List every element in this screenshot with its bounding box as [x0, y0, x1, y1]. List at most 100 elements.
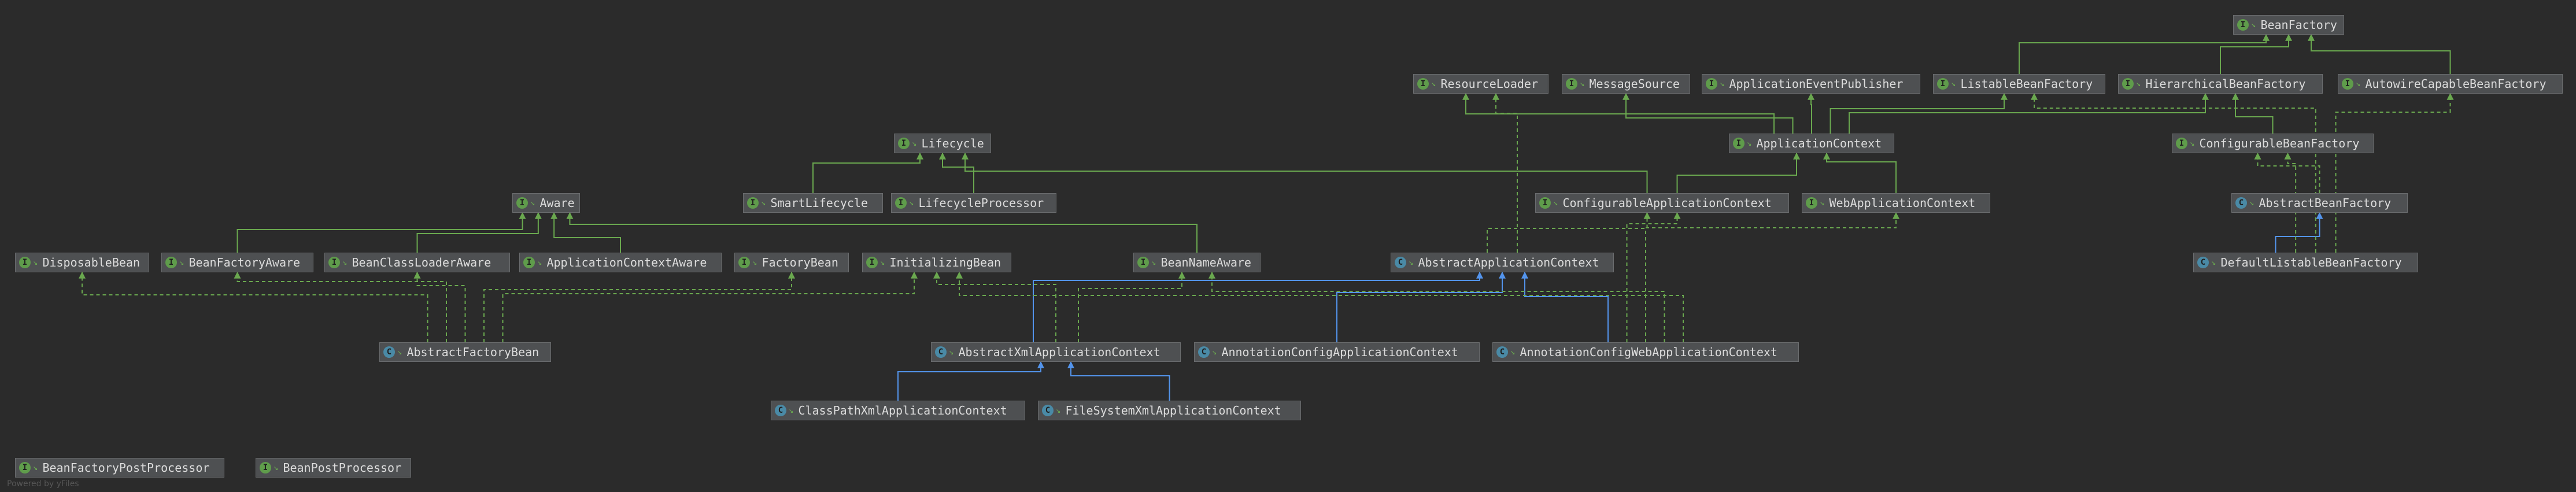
interface-icon: I [2176, 138, 2187, 149]
edge-listable-bean-factory-to-bean-factory [2019, 34, 2270, 74]
edge-application-context-to-message-source [1623, 93, 1794, 134]
leaf-icon: ↘ [752, 258, 757, 267]
edge-abstract-factory-bean-to-factory-bean [483, 271, 795, 342]
node-message-source[interactable]: I↘MessageSource [1562, 74, 1690, 94]
edge-smart-lifecycle-to-lifecycle [812, 152, 923, 193]
interface-icon: I [1733, 138, 1745, 149]
class-icon: C [2197, 257, 2209, 268]
node-web-application-context[interactable]: I↘WebApplicationContext [1802, 193, 1990, 213]
interface-icon: I [1937, 78, 1949, 90]
interface-icon: I [165, 257, 177, 268]
watermark: Powered by yFiles [7, 479, 79, 489]
node-autowire-capable-bean-factory[interactable]: I↘AutowireCapableBeanFactory [2338, 74, 2563, 94]
node-label: Aware [539, 196, 575, 210]
edge-lifecycle-processor-to-lifecycle [939, 152, 974, 193]
leaf-icon: ↘ [1720, 79, 1725, 88]
leaf-icon: ↘ [342, 258, 348, 267]
leaf-icon: ↘ [1747, 139, 1752, 148]
leaf-icon: ↘ [949, 347, 954, 357]
node-aware[interactable]: I↘Aware [512, 193, 580, 213]
leaf-icon: ↘ [2356, 79, 2361, 88]
leaf-icon: ↘ [530, 198, 535, 208]
node-bean-factory[interactable]: I↘BeanFactory [2233, 15, 2344, 35]
node-configurable-application-context[interactable]: I↘ ConfigurableApplicationContext [1535, 193, 1789, 213]
interface-icon: I [1566, 78, 1577, 90]
node-disposable-bean[interactable]: I↘DisposableBean [15, 253, 149, 272]
node-abstract-application-context[interactable]: C↘AbstractApplicationContext [1391, 253, 1614, 272]
edge-annotation-config-application-context-to-abstract-application-context [1336, 271, 1506, 342]
edge-bean-name-aware-to-aware [566, 212, 1198, 253]
node-hierarchical-bean-factory[interactable]: I↘HierarchicalBeanFactory [2118, 74, 2323, 94]
leaf-icon: ↘ [761, 198, 766, 208]
edge-abstract-xml-application-context-to-abstract-application-context [1033, 271, 1483, 342]
leaf-icon: ↘ [2136, 79, 2141, 88]
node-label: AbstractApplicationContext [1418, 256, 1599, 269]
node-class-path-xml-application-context[interactable]: C↘ClassPathXmlApplicationContext [771, 401, 1025, 420]
node-bean-factory-aware[interactable]: I↘BeanFactoryAware [161, 253, 313, 272]
node-abstract-xml-application-context[interactable]: C↘AbstractXmlApplicationContext [931, 342, 1181, 362]
class-icon: C [935, 346, 947, 358]
leaf-icon: ↘ [1151, 258, 1156, 267]
node-bean-name-aware[interactable]: I↘ BeanNameAware [1133, 253, 1261, 272]
leaf-icon: ↘ [397, 347, 402, 357]
node-label: ListableBeanFactory [1960, 77, 2093, 91]
leaf-icon: ↘ [2190, 139, 2195, 148]
interface-icon: I [1137, 257, 1149, 268]
node-smart-lifecycle[interactable]: I↘SmartLifecycle [743, 193, 883, 213]
edge-file-system-xml-application-context-to-abstract-xml-application-context [1067, 361, 1170, 401]
interface-icon: I [1539, 197, 1551, 209]
edge-bean-factory-aware-to-aware [236, 212, 526, 253]
node-label: BeanFactoryPostProcessor [42, 461, 210, 475]
node-bean-class-loader-aware[interactable]: I↘BeanClassLoaderAware [324, 253, 510, 272]
node-bean-post-processor[interactable]: I↘BeanPostProcessor [256, 458, 411, 478]
leaf-icon: ↘ [1580, 79, 1585, 88]
node-application-context[interactable]: I↘ ApplicationContext [1729, 134, 1894, 153]
node-label: AbstractBeanFactory [2259, 196, 2392, 210]
leaf-icon: ↘ [1951, 79, 1956, 88]
class-icon: C [1198, 346, 1210, 358]
node-application-context-aware[interactable]: I↘ApplicationContextAware [519, 253, 722, 272]
node-label: DefaultListableBeanFactory [2220, 256, 2402, 269]
node-application-event-publisher[interactable]: I↘ApplicationEventPublisher [1702, 74, 1920, 94]
node-factory-bean[interactable]: I↘FactoryBean [734, 253, 849, 272]
node-label: SmartLifecycle [770, 196, 868, 210]
node-default-listable-bean-factory[interactable]: C↘DefaultListableBeanFactory [2193, 253, 2418, 272]
edge-configurable-bean-factory-to-hierarchical-bean-factory [2232, 93, 2274, 134]
node-abstract-factory-bean[interactable]: C↘AbstractFactoryBean [379, 342, 551, 362]
node-label: DisposableBean [42, 256, 141, 269]
interface-icon: I [19, 462, 31, 473]
node-bean-factory-post-processor[interactable]: I↘BeanFactoryPostProcessor [15, 458, 224, 478]
edge-web-application-context-to-application-context [1823, 152, 1897, 193]
leaf-icon: ↘ [2249, 198, 2255, 208]
node-label: FileSystemXmlApplicationContext [1065, 404, 1281, 417]
node-configurable-bean-factory[interactable]: I↘ConfigurableBeanFactory [2172, 134, 2374, 153]
node-label: ApplicationContext [1756, 136, 1882, 150]
node-label: BeanNameAware [1161, 256, 1251, 269]
interface-icon: I [1806, 197, 1817, 209]
node-listable-bean-factory[interactable]: I↘ ListableBeanFactory [1933, 74, 2105, 94]
node-label: AnnotationConfigApplicationContext [1221, 345, 1458, 359]
leaf-icon: ↘ [274, 463, 279, 472]
node-initializing-bean[interactable]: I↘InitializingBean [862, 253, 1011, 272]
node-label: BeanClassLoaderAware [352, 256, 491, 269]
edge-application-context-to-resource-loader [1462, 93, 1775, 134]
interface-icon: I [1706, 78, 1717, 90]
edge-application-context-to-application-event-publisher [1808, 93, 1814, 134]
node-lifecycle[interactable]: I↘Lifecycle [894, 134, 991, 153]
node-annotation-config-web-application-context[interactable]: C↘AnnotationConfigWebApplicationContext [1492, 342, 1799, 362]
node-annotation-config-application-context[interactable]: C↘AnnotationConfigApplicationContext [1194, 342, 1480, 362]
leaf-icon: ↘ [537, 258, 542, 267]
edge-annotation-config-web-application-context-to-bean-name-aware [1208, 271, 1665, 342]
node-file-system-xml-application-context[interactable]: C↘FileSystemXmlApplicationContext [1038, 401, 1301, 420]
edge-autowire-capable-bean-factory-to-bean-factory [2308, 34, 2451, 74]
leaf-icon: ↘ [1553, 198, 1558, 208]
node-lifecycle-processor[interactable]: I↘LifecycleProcessor [891, 193, 1056, 213]
leaf-icon: ↘ [880, 258, 885, 267]
leaf-icon: ↘ [789, 406, 794, 415]
leaf-icon: ↘ [2251, 20, 2256, 29]
node-resource-loader[interactable]: I↘ResourceLoader [1413, 74, 1548, 94]
leaf-icon: ↘ [1056, 406, 1061, 415]
node-label: BeanFactory [2260, 18, 2337, 32]
node-label: ConfigurableApplicationContext [1562, 196, 1772, 210]
node-abstract-bean-factory[interactable]: C↘AbstractBeanFactory [2231, 193, 2408, 213]
